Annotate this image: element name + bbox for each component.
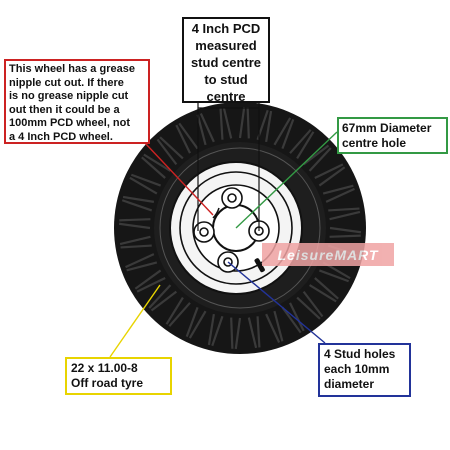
tread-groove — [247, 317, 258, 349]
callout-line: centre — [206, 89, 246, 104]
tread-groove — [281, 118, 295, 150]
tread-groove — [185, 306, 199, 338]
tread-groove — [302, 290, 324, 318]
tread-groove — [156, 138, 178, 166]
tread-groove — [118, 222, 151, 230]
callout-pointers — [109, 103, 338, 358]
tread-groove — [130, 173, 162, 187]
tyre-bead-line — [159, 147, 321, 309]
stud-hole-left — [199, 227, 209, 237]
tread-groove — [120, 244, 152, 249]
tread-groove — [126, 261, 158, 272]
tread-groove — [129, 176, 158, 195]
tread-groove — [150, 290, 178, 312]
tread-groove — [265, 110, 273, 143]
tread-groove — [314, 277, 339, 300]
callout-tyre: 22 x 11.00-8 Off road tyre — [65, 357, 172, 395]
tread-groove — [196, 114, 207, 146]
tread-groove — [273, 310, 284, 342]
tread-groove — [121, 199, 153, 212]
callout-line: out then it could be a — [9, 103, 120, 116]
tread-groove — [302, 144, 330, 166]
tread-groove — [199, 113, 215, 143]
tread-groove — [289, 302, 305, 332]
rim-ring — [179, 171, 293, 285]
callout-grease-nipple: This wheel has a grease nipple cut out. … — [4, 59, 150, 144]
callout-line: diameter — [324, 377, 375, 391]
callout-centre-hole: 67mm Diameter centre hole — [337, 117, 448, 154]
watermark-text-leisure: Leisure — [277, 246, 335, 263]
tread-groove — [175, 124, 191, 154]
tread-groove — [188, 310, 207, 339]
tread-groove — [148, 284, 172, 309]
callout-line: is no grease nipple cut — [9, 90, 129, 102]
callout-line: measured — [195, 38, 257, 53]
tread-groove — [168, 302, 191, 327]
tread-groove — [119, 218, 151, 222]
tread-groove — [119, 235, 151, 246]
tread-groove — [159, 136, 184, 160]
tyre-pointer — [109, 284, 161, 358]
tread-groove — [314, 163, 344, 179]
tread-groove — [230, 317, 234, 349]
tread-groove — [322, 184, 354, 195]
tread-groove — [289, 129, 312, 154]
callout-line: to stud — [204, 72, 248, 87]
tread-groove — [222, 107, 233, 139]
callout-line: nipple cut out. If there — [9, 76, 124, 89]
tread-groove — [125, 253, 155, 269]
tyre-valve — [254, 258, 265, 273]
tread-groove — [234, 317, 242, 350]
tread-groove — [141, 156, 166, 179]
tread-groove — [329, 226, 362, 234]
tread-groove — [178, 122, 199, 150]
tread-groove — [308, 284, 337, 303]
stud-holes-pointer — [227, 261, 326, 344]
tread-groove — [165, 296, 184, 325]
tread-groove — [325, 187, 355, 203]
tread-groove — [238, 106, 246, 139]
callout-line: 67mm Diameter — [342, 121, 432, 135]
tread-groove — [211, 315, 224, 347]
callout-pcd: 4 Inch PCD measured stud centre to stud … — [182, 17, 270, 104]
callout-line: 4 Inch PCD — [191, 21, 261, 36]
tread-groove — [296, 131, 315, 160]
tread-groove — [207, 313, 215, 346]
tread-groove — [256, 316, 261, 348]
tread-groove — [318, 166, 346, 187]
grease-nipple-cutout — [212, 207, 220, 219]
tread-groove — [265, 313, 281, 343]
tread-groove — [273, 117, 292, 146]
callout-line: 100mm PCD wheel, not — [9, 117, 131, 129]
tread-groove — [281, 306, 302, 334]
callout-line: centre hole — [342, 136, 407, 150]
callout-line: each 10mm — [324, 362, 390, 376]
tread-groove — [329, 210, 361, 221]
tread-groove — [328, 207, 360, 212]
tread-groove — [134, 269, 162, 290]
tread-groove — [318, 269, 350, 283]
callout-line: stud centre — [190, 55, 262, 70]
callout-stud-holes: 4 Stud holes each 10mm diameter — [318, 343, 411, 397]
stud-hole-top — [227, 193, 237, 203]
callout-line: 4 Stud holes — [324, 347, 396, 361]
callout-line: Off road tyre — [71, 376, 144, 390]
tread-groove — [122, 195, 155, 203]
centre-hole-pointer — [235, 131, 338, 229]
watermark-text-mart: MART — [334, 246, 379, 263]
tread-groove — [136, 277, 166, 293]
tread-groove — [329, 234, 361, 238]
tread-groove — [219, 108, 224, 140]
tread-groove — [143, 153, 172, 172]
tread-groove — [246, 107, 250, 139]
callout-line: This wheel has a grease — [9, 63, 135, 75]
callout-line: 22 x 11.00-8 — [71, 361, 138, 375]
tread-groove — [296, 296, 321, 320]
tread-groove — [308, 147, 332, 172]
callout-line: a 4 Inch PCD wheel. — [9, 130, 113, 143]
grease-pointer — [144, 142, 214, 216]
